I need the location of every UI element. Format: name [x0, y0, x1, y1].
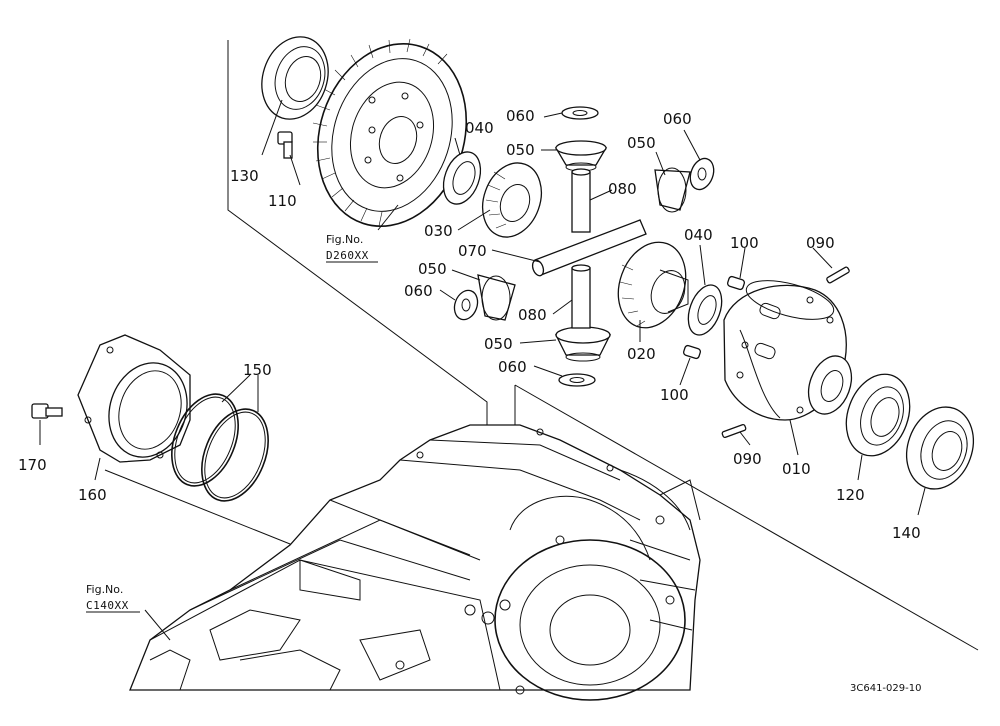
washer-060-bottom	[558, 373, 596, 387]
leader-lines	[39, 99, 926, 641]
transmission-case	[129, 424, 701, 701]
callout-060-right: 060	[663, 110, 692, 128]
bearing-housing-160	[77, 334, 191, 463]
figure-code: 3C641-029-10	[850, 683, 921, 694]
callout-080-upper: 080	[608, 180, 637, 198]
bearing-140	[906, 406, 974, 490]
callout-150: 150	[243, 361, 272, 379]
callout-010: 010	[782, 460, 811, 478]
callout-160: 160	[78, 486, 107, 504]
callout-070: 070	[458, 242, 487, 260]
pinion-gear-050-bottom	[554, 326, 612, 362]
callout-110: 110	[268, 192, 297, 210]
callout-040-upper: 040	[465, 119, 494, 137]
pinion-shaft-070	[531, 219, 647, 277]
callout-170: 170	[18, 456, 47, 474]
callout-030: 030	[424, 222, 453, 240]
pinion-gear-050-right	[654, 167, 691, 213]
callout-060-top: 060	[506, 107, 535, 125]
washer-060-top	[561, 106, 599, 120]
callout-020: 020	[627, 345, 656, 363]
o-rings-150	[171, 393, 269, 502]
figure-reference-title: Fig.No.	[326, 233, 363, 246]
pinion-gear-050-top	[554, 140, 608, 172]
pin-090-upper	[826, 266, 850, 284]
callout-080-lower: 080	[518, 306, 547, 324]
washer-060-left	[453, 289, 479, 321]
callout-090-lower: 090	[733, 450, 762, 468]
figure-reference-title: Fig.No.	[86, 583, 123, 596]
thrust-washer-040-upper	[442, 151, 482, 205]
callout-090-upper: 090	[806, 234, 835, 252]
callout-040-lower: 040	[684, 226, 713, 244]
figure-reference-number: D260XX	[326, 249, 369, 262]
bearing-130	[261, 36, 329, 120]
pin-100-lower	[682, 344, 702, 360]
callout-060-bottom: 060	[498, 358, 527, 376]
differential-case-010	[723, 280, 853, 421]
callout-120: 120	[836, 486, 865, 504]
figure-reference-d260xx: Fig.No. D260XX	[326, 233, 378, 263]
callout-100-lower: 100	[660, 386, 689, 404]
side-gear-020	[617, 241, 689, 329]
bearing-120	[845, 373, 911, 457]
figure-reference-c140xx: Fig.No. C140XX	[86, 583, 140, 613]
callout-140: 140	[892, 524, 921, 542]
callout-130: 130	[230, 167, 259, 185]
callout-100-upper: 100	[730, 234, 759, 252]
side-gear-030	[482, 162, 542, 238]
callout-050-bottom: 050	[484, 335, 513, 353]
figure-reference-number: C140XX	[86, 599, 129, 612]
pinion-gear-050-left	[477, 274, 516, 321]
thrust-washer-040-lower	[687, 284, 723, 336]
pin-090-lower	[721, 423, 747, 439]
callout-050-top: 050	[506, 141, 535, 159]
callout-labels: 130 110 040 060 050 060 050 080 030 070 …	[18, 107, 921, 542]
pinion-shaft-080-lower	[571, 264, 591, 329]
callout-060-left: 060	[404, 282, 433, 300]
callout-050-left: 050	[418, 260, 447, 278]
bolt-170	[31, 403, 63, 419]
callout-050-right: 050	[627, 134, 656, 152]
bolt-110	[277, 131, 293, 159]
washer-060-right	[689, 157, 715, 191]
pinion-shaft-080-upper	[571, 168, 591, 233]
pin-100-upper	[726, 275, 746, 291]
